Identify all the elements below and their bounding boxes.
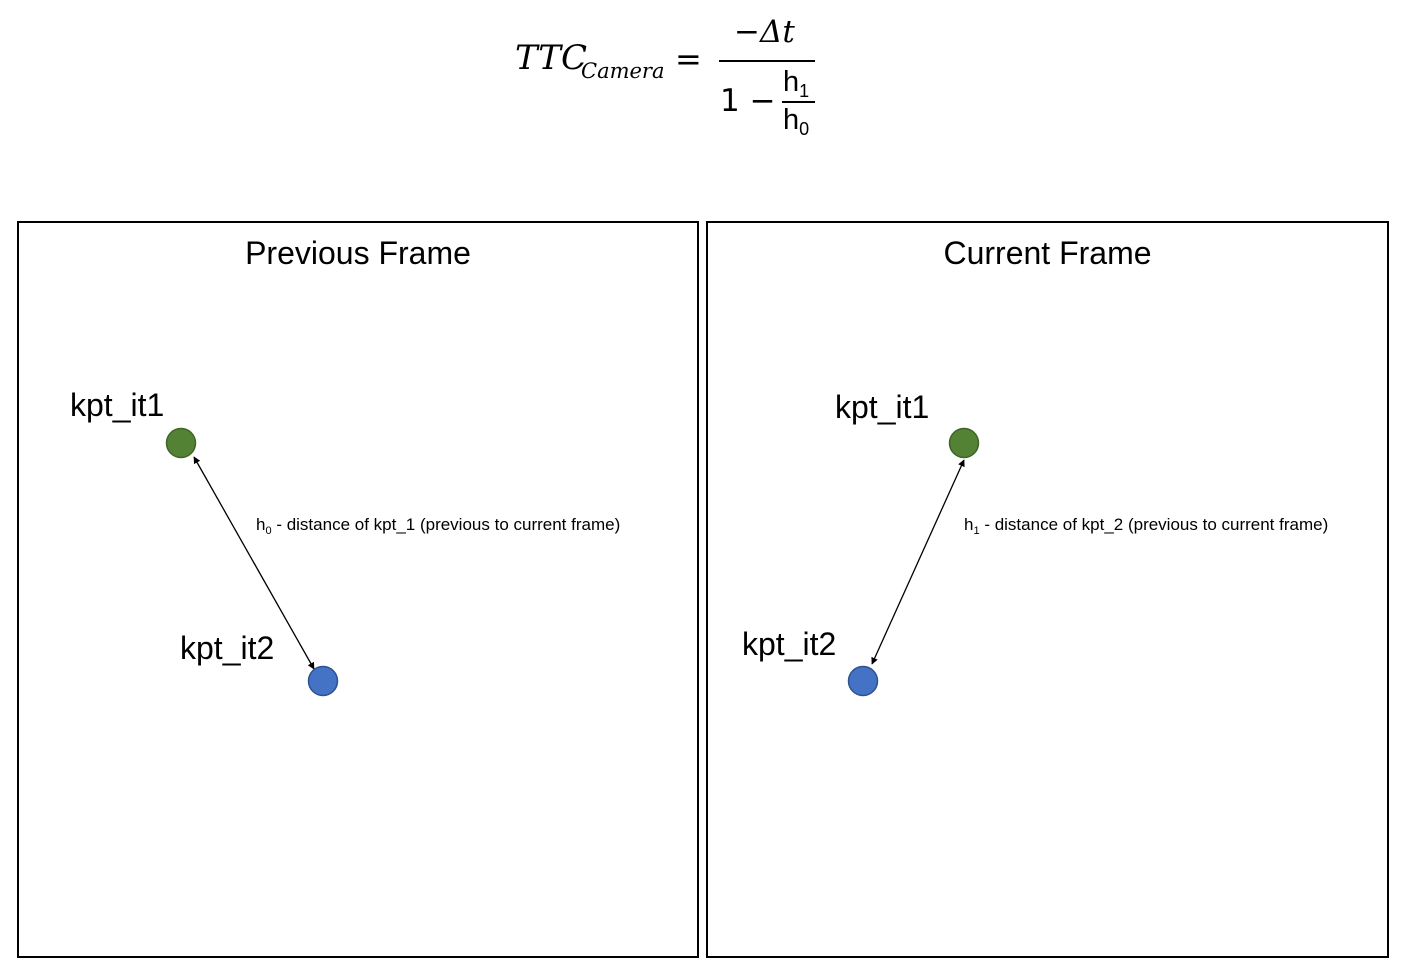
- formula-lhs-subscript: Camera: [581, 59, 665, 83]
- formula-inner-numerator-symbol: h: [783, 66, 800, 98]
- formula-inner-denominator: h0: [783, 104, 809, 145]
- formula-inner-denominator-symbol: h: [783, 104, 800, 136]
- formula-denominator-prefix: 1 −: [720, 83, 776, 119]
- formula-inner-denominator-subscript: 0: [799, 119, 810, 139]
- previous-kpt-it2-label: kpt_it2: [180, 630, 275, 666]
- formula-equals: =: [675, 40, 702, 78]
- current-kpt-it2-label: kpt_it2: [742, 626, 837, 662]
- formula-inner-numerator: h1: [783, 66, 809, 107]
- formula-fraction-bar: [719, 60, 815, 62]
- previous-kpt-it1-label: kpt_it1: [70, 387, 165, 423]
- formula-lhs: TTC: [515, 38, 588, 78]
- previous-distance-label: h0 - distance of kpt_1 (previous to curr…: [256, 515, 620, 541]
- previous-distance-text: - distance of kpt_1 (previous to current…: [271, 515, 621, 534]
- ttc-formula: TTC Camera = −Δt 1 − h1 h0: [0, 0, 1405, 160]
- current-frame-panel: Current Frame: [706, 221, 1389, 958]
- current-distance-text: - distance of kpt_2 (previous to current…: [979, 515, 1329, 534]
- formula-inner-numerator-subscript: 1: [799, 81, 810, 101]
- formula-numerator: −Δt: [734, 14, 795, 50]
- current-frame-title: Current Frame: [943, 235, 1152, 271]
- formula-inner-fraction-bar: [782, 101, 815, 103]
- current-distance-label: h1 - distance of kpt_2 (previous to curr…: [964, 515, 1328, 541]
- previous-frame-title: Previous Frame: [245, 235, 471, 271]
- previous-frame-panel: Previous Frame: [17, 221, 699, 958]
- current-distance-subscript: 1: [973, 525, 980, 537]
- current-distance-symbol: h: [964, 515, 974, 534]
- current-kpt-it1-label: kpt_it1: [835, 389, 930, 425]
